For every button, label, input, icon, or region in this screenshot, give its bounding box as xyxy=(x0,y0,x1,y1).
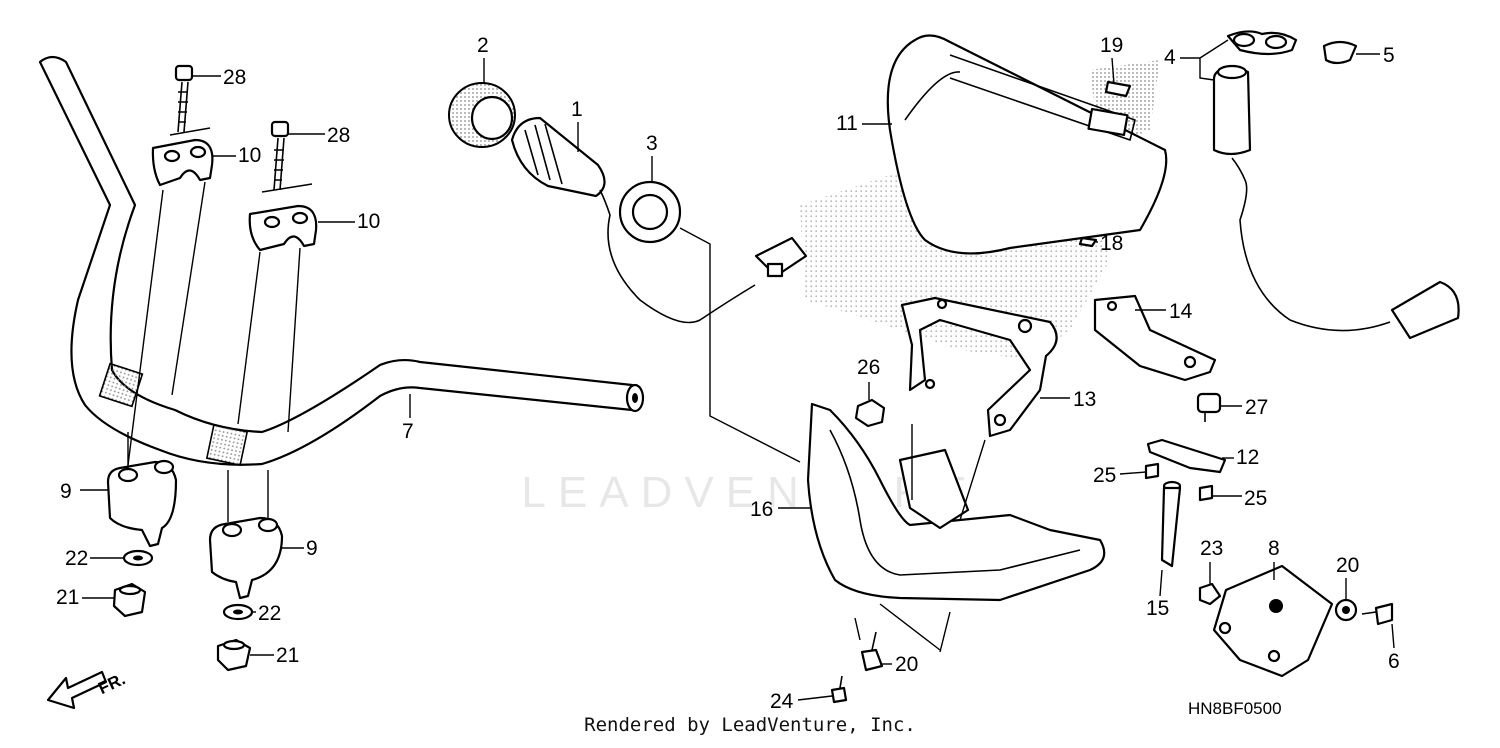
switch-connector xyxy=(1390,280,1460,340)
front-direction-arrow xyxy=(46,670,108,710)
callout-10b: 10 xyxy=(357,210,380,233)
screw-24 xyxy=(830,675,848,704)
callout-28b: 28 xyxy=(327,124,350,147)
nut-ring-3 xyxy=(618,180,682,244)
bolt-27 xyxy=(1196,392,1222,422)
assembly-leader-lines xyxy=(127,181,301,522)
callout-21a: 21 xyxy=(56,586,79,609)
footer-credit: Rendered by LeadVenture, Inc. xyxy=(584,714,916,736)
cap-5 xyxy=(1322,40,1358,65)
leader-socket xyxy=(679,227,801,463)
holder-upper-right xyxy=(248,183,318,252)
leader-mid xyxy=(911,424,986,521)
callout-17: 20 xyxy=(1336,554,1359,577)
bolt-15 xyxy=(1160,480,1182,568)
switch-body-4 xyxy=(1212,64,1391,332)
callout-16: 16 xyxy=(750,498,773,521)
callout-9b: 9 xyxy=(306,537,318,560)
callout-13: 13 xyxy=(1073,388,1096,411)
screw-25-left xyxy=(1144,462,1160,480)
callout-9a: 9 xyxy=(60,480,72,503)
callout-5: 5 xyxy=(1383,44,1395,67)
callout-21b: 21 xyxy=(276,644,299,667)
callout-6: 6 xyxy=(1388,650,1400,673)
callout-11: 11 xyxy=(836,112,858,135)
callout-1: 1 xyxy=(571,98,583,121)
handlebar xyxy=(38,55,645,467)
callout-27: 27 xyxy=(1245,396,1268,419)
callout-20: 20 xyxy=(895,653,918,676)
socket-1 xyxy=(510,116,756,324)
holder-upper-left xyxy=(151,127,214,187)
bolt-upper-right xyxy=(270,120,290,191)
grommet-17 xyxy=(1334,598,1358,622)
callout-labels: 28 28 10 10 7 9 9 22 22 21 21 2 1 xyxy=(56,34,1400,713)
callout-4: 4 xyxy=(1164,46,1176,69)
grip-ring-2 xyxy=(448,82,516,148)
callout-14: 14 xyxy=(1169,300,1193,323)
switch-cap-4 xyxy=(1226,30,1298,56)
callout-18: 18 xyxy=(1100,232,1123,255)
cover-plate-8 xyxy=(1212,564,1334,678)
callout-12: 12 xyxy=(1236,446,1259,469)
screw-20 xyxy=(860,631,884,672)
callout-22a: 22 xyxy=(65,547,88,570)
screw-25-right xyxy=(1198,484,1214,502)
handle-cover xyxy=(886,34,1168,255)
callout-15: 15 xyxy=(1146,597,1169,620)
holder-lower-left xyxy=(106,459,178,548)
callout-25a: 25 xyxy=(1093,464,1116,487)
diagram-reference-code: HN8BF0500 xyxy=(1188,699,1282,718)
clip-18 xyxy=(1078,236,1098,248)
bolt-6 xyxy=(1361,602,1394,626)
bolt-upper-left xyxy=(174,64,194,133)
callout-19: 19 xyxy=(1100,34,1123,57)
lower-cover xyxy=(806,402,1106,602)
clip-23 xyxy=(1198,582,1222,606)
callout-8: 8 xyxy=(1268,537,1280,560)
callout-24: 24 xyxy=(770,690,794,713)
callout-10a: 10 xyxy=(238,144,261,167)
bracket-13 xyxy=(900,296,1058,438)
callout-7: 7 xyxy=(402,420,414,443)
holder-lower-right xyxy=(208,516,284,600)
connector xyxy=(754,236,808,278)
callout-25b: 25 xyxy=(1244,487,1267,510)
callout-22b: 22 xyxy=(258,602,281,625)
callout-28a: 28 xyxy=(223,66,246,89)
callout-3: 3 xyxy=(646,132,658,155)
callout-2: 2 xyxy=(477,34,489,57)
callout-23: 23 xyxy=(1200,537,1223,560)
bracket-14 xyxy=(1093,294,1217,382)
clip-19 xyxy=(1104,80,1132,98)
plate-12 xyxy=(1146,438,1227,474)
leader-lower xyxy=(854,603,951,653)
callout-26: 26 xyxy=(857,356,880,379)
nut-26 xyxy=(854,398,886,428)
